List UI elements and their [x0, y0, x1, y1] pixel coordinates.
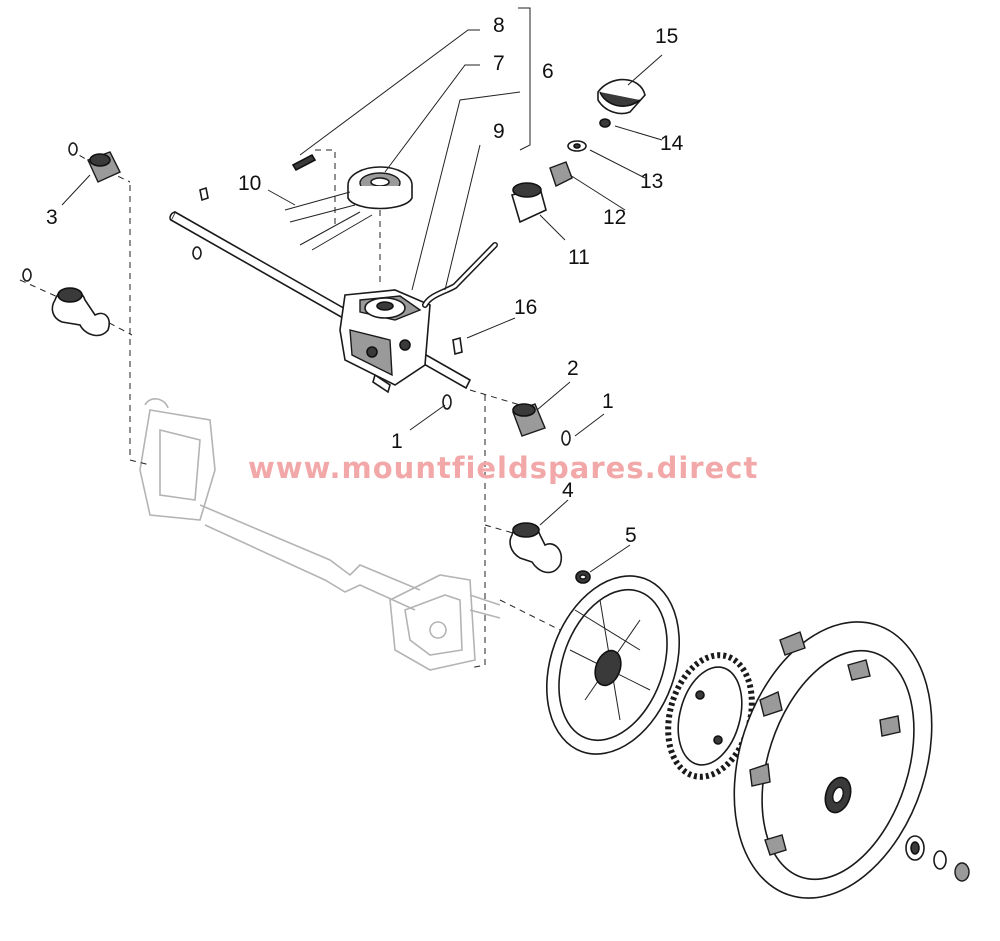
upper-right-parts — [510, 78, 646, 224]
callout-12: 12 — [603, 206, 626, 229]
callout-3: 3 — [46, 206, 58, 229]
callout-8: 8 — [493, 14, 505, 37]
callout-13: 13 — [640, 170, 663, 193]
callout-14: 14 — [660, 132, 684, 155]
small-pins — [192, 153, 463, 356]
pulley-assembly — [284, 166, 413, 251]
callout-5: 5 — [625, 524, 637, 547]
gearbox — [339, 289, 431, 394]
wheel-inner-cover — [545, 575, 681, 755]
rear-wheel — [733, 621, 933, 899]
left-side-parts — [22, 142, 121, 337]
alignment-lines — [19, 149, 561, 669]
roller-and-nut — [509, 522, 591, 584]
control-rod — [422, 242, 498, 308]
callout-4: 4 — [562, 479, 574, 502]
callout-1-right: 1 — [602, 390, 614, 413]
callout-11: 11 — [568, 246, 590, 269]
callout-10: 10 — [238, 172, 261, 195]
right-pinion-parts — [442, 394, 571, 446]
ghost-chassis-frame — [139, 398, 501, 671]
callout-7: 7 — [493, 52, 505, 75]
callout-1-left: 1 — [391, 430, 403, 453]
callout-6: 6 — [542, 60, 554, 83]
callout-2: 2 — [567, 357, 579, 380]
callout-16: 16 — [514, 296, 537, 319]
callout-9: 9 — [493, 120, 505, 143]
part-callouts: 8 7 6 9 10 15 14 13 12 11 16 2 1 1 4 5 3 — [46, 14, 684, 547]
leader-lines — [61, 7, 663, 573]
callout-15: 15 — [655, 25, 678, 48]
watermark-text: www.mountfieldspares.direct — [248, 451, 758, 485]
wheel-hardware — [905, 835, 970, 882]
